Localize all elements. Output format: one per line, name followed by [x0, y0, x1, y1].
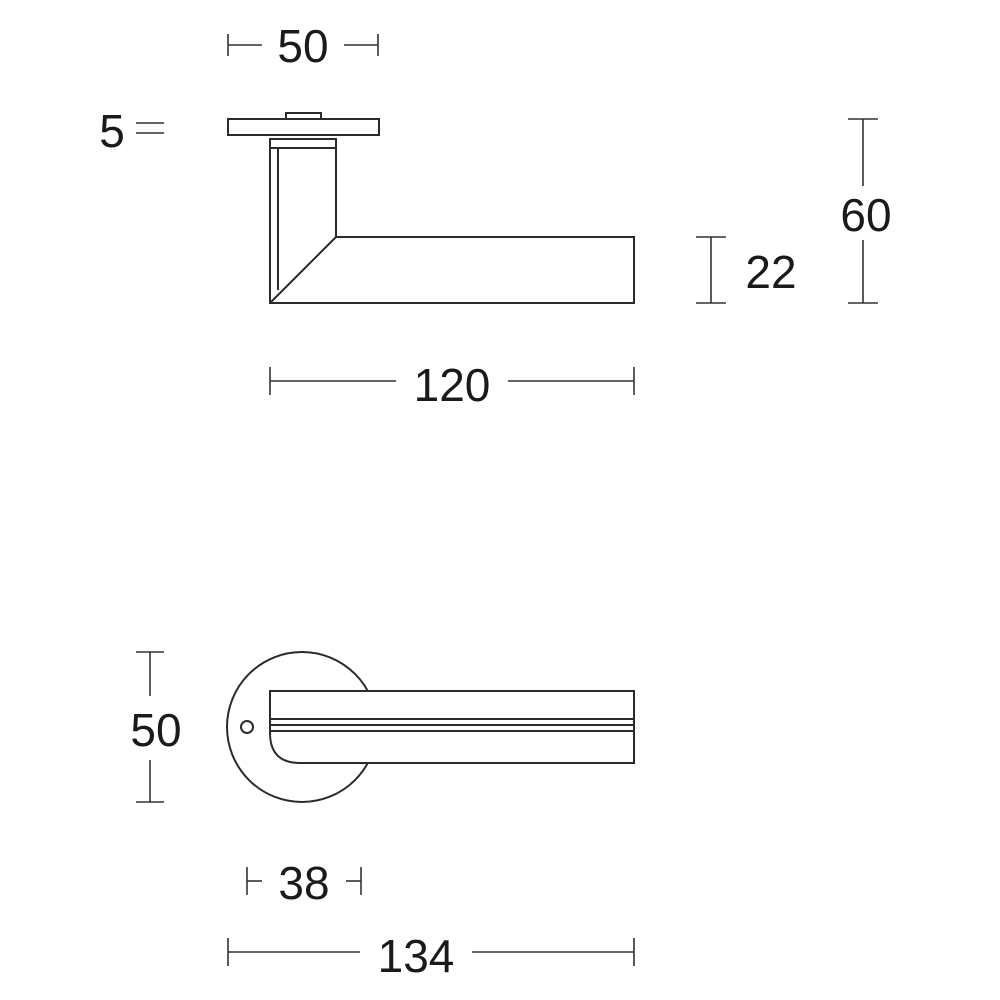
- side-rose-cap: [285, 112, 322, 120]
- side-neck-collar: [269, 138, 337, 149]
- top-rose-screw-hole: [240, 720, 254, 734]
- dim-rose-thickness: 5: [99, 105, 164, 157]
- dim-label-side-rose-diameter: 50: [277, 20, 328, 72]
- dim-total-length: 134: [227, 930, 635, 982]
- dim-label-total-height: 60: [840, 189, 891, 241]
- dim-top-rose-diameter: 50: [130, 651, 182, 803]
- dim-label-total-length: 134: [378, 930, 455, 982]
- dim-lever-height: 22: [696, 236, 797, 304]
- dim-label-rose-thickness: 5: [99, 105, 125, 157]
- side-lever-bevel: [269, 236, 337, 304]
- dim-label-lever-length: 120: [414, 359, 491, 411]
- dim-label-offset: 38: [278, 857, 329, 909]
- dim-label-lever-height: 22: [745, 246, 796, 298]
- side-rose-plate: [227, 118, 380, 136]
- top-view: [226, 651, 635, 803]
- dim-lever-length: 120: [269, 359, 635, 411]
- side-lever-body: [269, 147, 635, 304]
- dim-total-height: 60: [840, 118, 892, 304]
- dim-label-top-rose-diameter: 50: [130, 704, 181, 756]
- side-view: [227, 112, 635, 304]
- dim-offset: 38: [246, 857, 362, 909]
- dim-side-rose-diameter: 50: [227, 20, 379, 72]
- top-lever-body: [269, 690, 635, 764]
